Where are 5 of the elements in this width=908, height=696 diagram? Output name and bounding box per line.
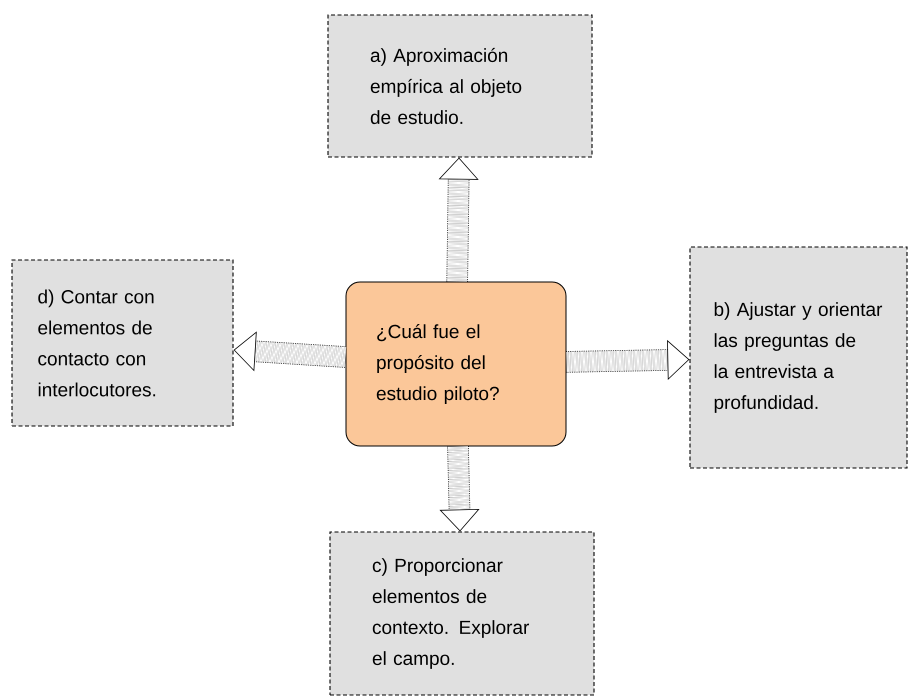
purpose-box: a) Aproximación empírica al objeto de estudio. [327, 14, 593, 158]
purpose-box: d) Contar con elementos de contacto con interlocutores. [11, 259, 234, 427]
purpose-box: b) Ajustar y orientar las preguntas de la entrevista a profundidad. [689, 246, 908, 469]
question-box: ¿Cuál fue el propósito del estudio piloto? [346, 282, 566, 446]
purpose-box: c) Proporcionar elementos de contexto. Explorar el campo. [329, 531, 595, 696]
